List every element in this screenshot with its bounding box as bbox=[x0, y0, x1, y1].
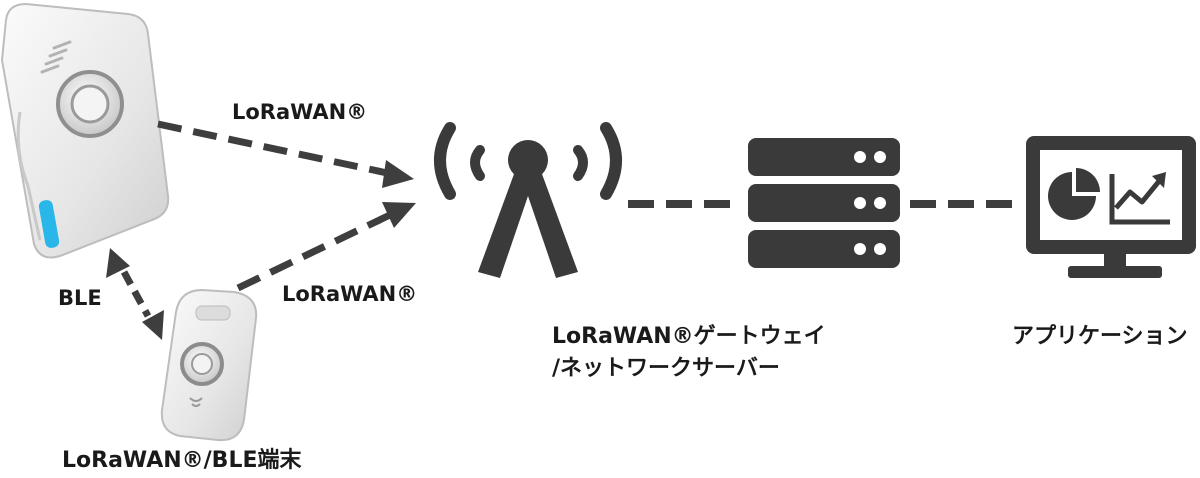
label-gateway-line2: /ネットワークサーバー bbox=[552, 356, 780, 381]
antenna-icon bbox=[434, 122, 622, 278]
label-device-caption: LoRaWAN®/BLE端末 bbox=[62, 448, 302, 473]
label-lorawan-top: LoRaWAN® bbox=[232, 100, 368, 124]
label-gateway-line1: LoRaWAN®ゲートウェイ bbox=[552, 324, 826, 349]
arrow-lorawan-top bbox=[157, 120, 414, 188]
label-application: アプリケーション bbox=[1012, 324, 1188, 349]
tracker-device-icon bbox=[0, 2, 170, 259]
arrow-ble bbox=[106, 248, 164, 340]
label-ble: BLE bbox=[58, 286, 102, 310]
arrow-lorawan-bottom bbox=[236, 202, 416, 292]
server-stack-icon bbox=[748, 138, 900, 268]
beacon-device-icon bbox=[160, 288, 258, 442]
label-lorawan-bottom: LoRaWAN® bbox=[282, 282, 418, 306]
monitor-chart-icon bbox=[1026, 136, 1196, 278]
